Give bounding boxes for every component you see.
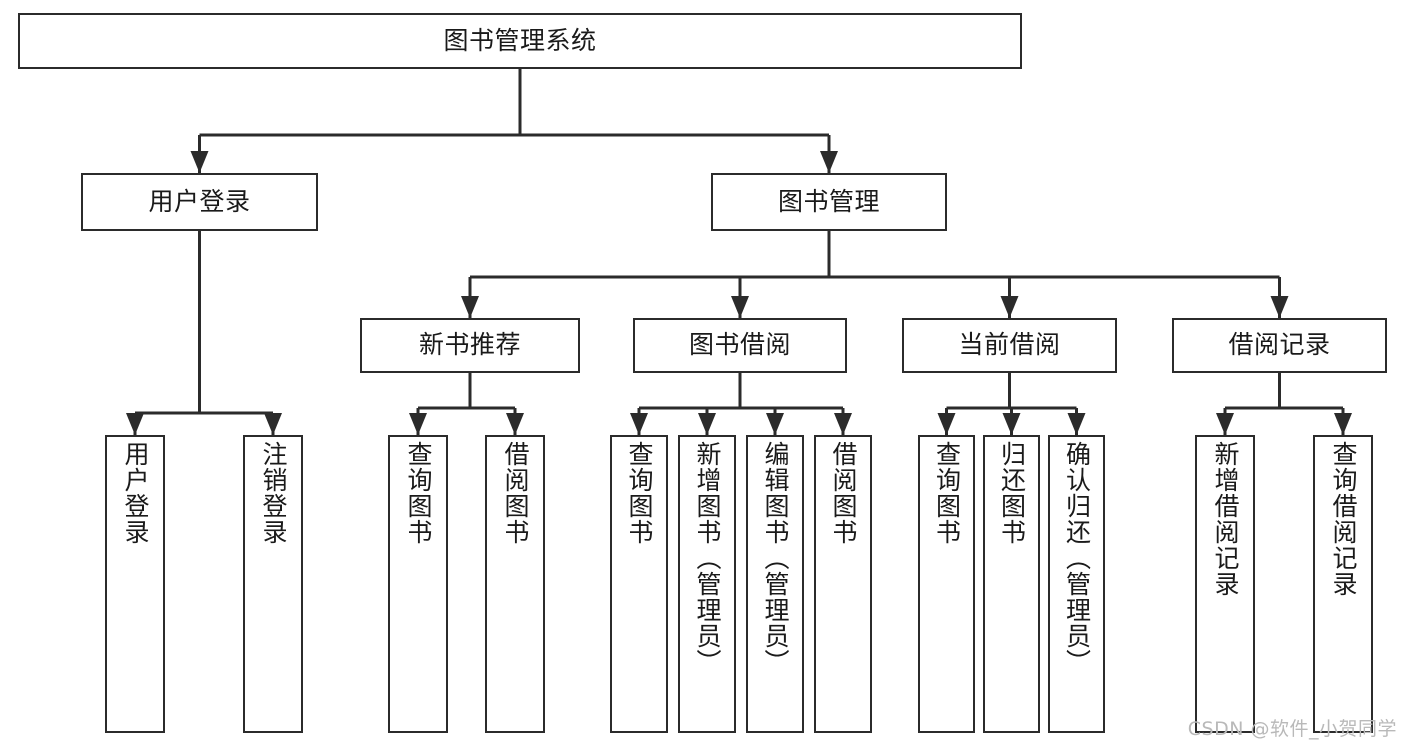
node-label: 当前借阅 bbox=[958, 330, 1061, 360]
arrowhead-icon bbox=[1216, 413, 1234, 435]
node-leaf-borrow-book-bor[interactable]: 借阅图书 bbox=[814, 435, 872, 733]
arrowhead-icon bbox=[937, 413, 956, 435]
node-book-manage[interactable]: 图书管理 bbox=[711, 173, 947, 231]
node-leaf-query-book-cur[interactable]: 查询图书 bbox=[918, 435, 975, 733]
node-leaf-query-book-rec[interactable]: 查询图书 bbox=[388, 435, 448, 733]
arrowhead-icon bbox=[506, 413, 524, 435]
arrowhead-icon bbox=[820, 151, 838, 173]
node-label: 查询图书 bbox=[625, 441, 654, 545]
arrowhead-icon bbox=[1334, 413, 1352, 435]
node-label: 新书推荐 bbox=[418, 330, 521, 360]
arrowhead-icon bbox=[731, 296, 749, 318]
arrowhead-icon bbox=[766, 413, 784, 435]
arrowhead-icon bbox=[126, 413, 144, 435]
node-leaf-query-record[interactable]: 查询借阅记录 bbox=[1313, 435, 1373, 733]
node-label: 图书借阅 bbox=[688, 330, 791, 360]
arrowhead-icon bbox=[190, 151, 209, 173]
node-book-borrow[interactable]: 图书借阅 bbox=[633, 318, 847, 373]
node-label: 用户登录 bbox=[121, 441, 150, 545]
arrowhead-icon bbox=[1000, 296, 1019, 318]
node-leaf-confirm-return[interactable]: 确认归还（管理员） bbox=[1048, 435, 1105, 733]
node-leaf-add-book[interactable]: 新增图书（管理员） bbox=[678, 435, 736, 733]
node-label: 借阅记录 bbox=[1228, 330, 1331, 360]
node-label: 注销登录 bbox=[259, 441, 288, 545]
node-label: 查询借阅记录 bbox=[1329, 441, 1358, 597]
node-label: 确认归还（管理员） bbox=[1062, 441, 1092, 675]
arrowhead-icon bbox=[264, 413, 282, 435]
arrowhead-icon bbox=[1067, 413, 1086, 435]
node-borrow-record[interactable]: 借阅记录 bbox=[1172, 318, 1387, 373]
node-leaf-borrow-book-rec[interactable]: 借阅图书 bbox=[485, 435, 545, 733]
node-root[interactable]: 图书管理系统 bbox=[18, 13, 1022, 69]
arrowhead-icon bbox=[1270, 296, 1289, 318]
node-label: 查询图书 bbox=[932, 441, 962, 545]
node-new-book-rec[interactable]: 新书推荐 bbox=[360, 318, 580, 373]
node-label: 编辑图书（管理员） bbox=[761, 441, 790, 675]
arrowhead-icon bbox=[1002, 413, 1021, 435]
node-label: 借阅图书 bbox=[501, 441, 530, 545]
node-leaf-edit-book[interactable]: 编辑图书（管理员） bbox=[746, 435, 804, 733]
node-label: 新增借阅记录 bbox=[1211, 441, 1240, 597]
node-leaf-query-book-bor[interactable]: 查询图书 bbox=[610, 435, 668, 733]
node-current-borrow[interactable]: 当前借阅 bbox=[902, 318, 1117, 373]
arrowhead-icon bbox=[409, 413, 427, 435]
node-leaf-return-book[interactable]: 归还图书 bbox=[983, 435, 1040, 733]
arrowhead-icon bbox=[834, 413, 852, 435]
node-label: 新增图书（管理员） bbox=[693, 441, 722, 675]
node-leaf-logout[interactable]: 注销登录 bbox=[243, 435, 303, 733]
node-label: 归还图书 bbox=[997, 441, 1027, 545]
arrowhead-icon bbox=[698, 413, 716, 435]
node-label: 查询图书 bbox=[404, 441, 433, 545]
node-user-login[interactable]: 用户登录 bbox=[81, 173, 318, 231]
node-leaf-add-record[interactable]: 新增借阅记录 bbox=[1195, 435, 1255, 733]
node-leaf-user-login[interactable]: 用户登录 bbox=[105, 435, 165, 733]
arrowhead-icon bbox=[461, 296, 479, 318]
node-label: 用户登录 bbox=[148, 186, 251, 216]
node-label: 借阅图书 bbox=[829, 441, 858, 545]
node-label: 图书管理系统 bbox=[443, 25, 597, 55]
node-label: 图书管理 bbox=[777, 186, 880, 216]
arrowhead-icon bbox=[630, 413, 648, 435]
watermark-text: CSDN @软件_小贺同学 bbox=[1187, 718, 1397, 740]
